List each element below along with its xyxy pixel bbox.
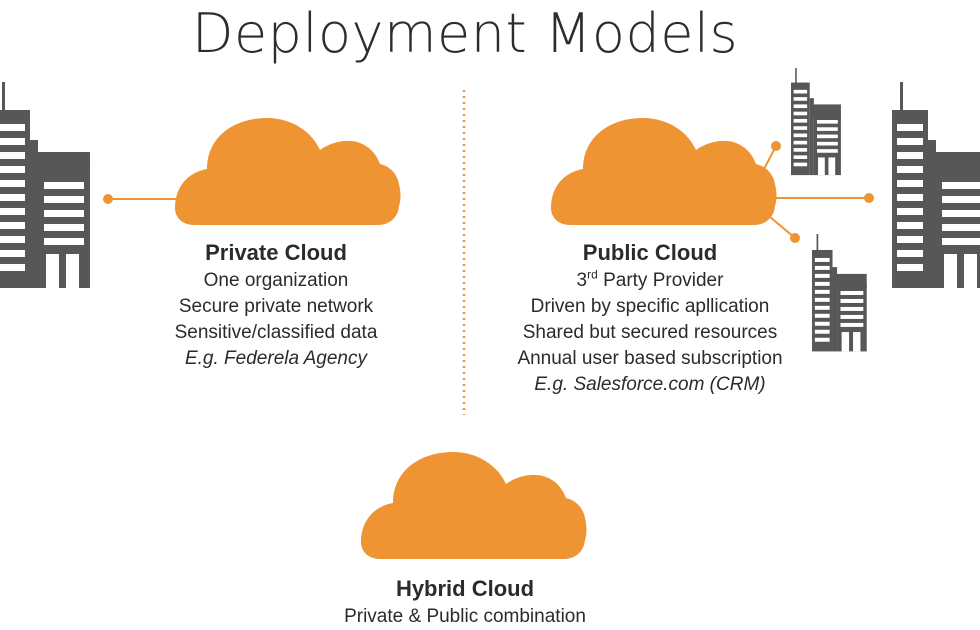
private-line-3: Sensitive/classified data [174,322,378,343]
building-icon-private [0,82,90,288]
hybrid-cloud-heading: Hybrid Cloud [395,576,535,601]
hybrid-cloud-block: Hybrid Cloud Private & Public combinatio… [295,576,635,630]
public-example: E.g. Salesforce.com (CRM) [534,374,766,395]
public-line-2: Shared but secured resources [522,322,778,343]
building-icon-public-small-1 [791,68,841,176]
cloud-icon-private [175,118,401,225]
provider-text: Party Provider [597,270,724,291]
private-connector [103,194,180,204]
private-line-2: Secure private network [178,296,374,317]
cloud-icon-hybrid [361,452,587,559]
provider-ordinal: rd [587,267,598,282]
public-cloud-heading: Public Cloud [582,240,718,265]
public-cloud-block: Public Cloud 3rd Party Provider Driven b… [480,240,820,398]
public-connectors [749,145,869,239]
public-line-1: Driven by specific apllication [530,296,770,317]
provider-number: 3 [576,270,588,291]
building-icon-public-small-2 [812,234,867,352]
private-line-1: One organization [203,270,349,291]
private-cloud-block: Private Cloud One organization Secure pr… [131,240,421,372]
building-icon-public-large [892,82,980,288]
hybrid-line-1: Private & Public combination [344,606,586,627]
private-cloud-heading: Private Cloud [205,240,347,265]
public-line-3: Annual user based subscription [517,348,783,369]
public-provider-line: 3rd Party Provider [480,268,820,294]
private-example: E.g. Federela Agency [184,348,367,369]
cloud-icon-public [551,118,777,225]
page-title: Deployment Models [191,2,739,65]
